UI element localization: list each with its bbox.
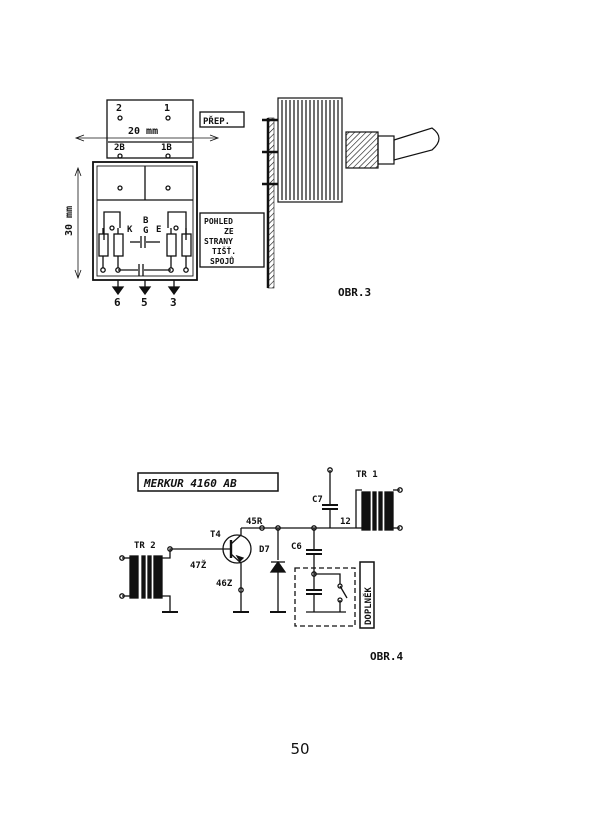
tr1-label: TR 1 xyxy=(356,470,378,480)
doplnek-label: DOPLNĚK xyxy=(362,586,374,625)
figure-3-caption: OBR.3 xyxy=(338,286,371,299)
schematic-title: MERKUR 4160 AB xyxy=(143,477,237,490)
dimension-width-label: 20 mm xyxy=(128,126,158,137)
d7-label: D7 xyxy=(259,545,270,555)
output-pin-3: 3 xyxy=(170,296,177,309)
node-47z-label: 47Ž xyxy=(190,559,207,571)
terminal-label-k: K xyxy=(127,225,133,235)
t4-label: T4 xyxy=(210,530,221,540)
node-46z-label: 46Z xyxy=(216,579,233,589)
tr2-label: TR 2 xyxy=(134,541,156,551)
output-pin-5: 5 xyxy=(141,296,148,309)
view-note-line2: ZE xyxy=(224,227,234,236)
terminal-label-g: G xyxy=(143,226,148,236)
figure-4-caption: OBR.4 xyxy=(370,650,403,663)
switch-label: PŘEP. xyxy=(203,115,230,127)
view-note-line4: TIŠŤ. xyxy=(212,245,236,256)
fig3-switch-side-view xyxy=(262,97,440,289)
c6-label: C6 xyxy=(291,542,302,552)
node-12-label: 12 xyxy=(340,517,351,527)
node-45r-label: 45R xyxy=(246,517,263,527)
pin-label-1b: 1B xyxy=(161,143,172,153)
terminal-label-b: B xyxy=(143,216,149,226)
pin-label-1: 1 xyxy=(164,103,170,114)
c7-label: C7 xyxy=(312,495,323,505)
fig4-schematic xyxy=(119,467,403,629)
view-note-line5: SPOJŮ xyxy=(210,255,234,266)
fig3-module-drawing xyxy=(74,99,265,296)
view-note-line1: POHLED xyxy=(204,217,233,226)
pin-label-2b: 2B xyxy=(114,143,125,153)
page-number: 50 xyxy=(290,740,310,758)
view-note-line3: STRANY xyxy=(204,237,233,246)
output-pin-6: 6 xyxy=(114,296,121,309)
dimension-height-label: 30 mm xyxy=(64,206,75,236)
pin-label-2: 2 xyxy=(116,103,122,114)
terminal-label-e: E xyxy=(156,225,161,235)
